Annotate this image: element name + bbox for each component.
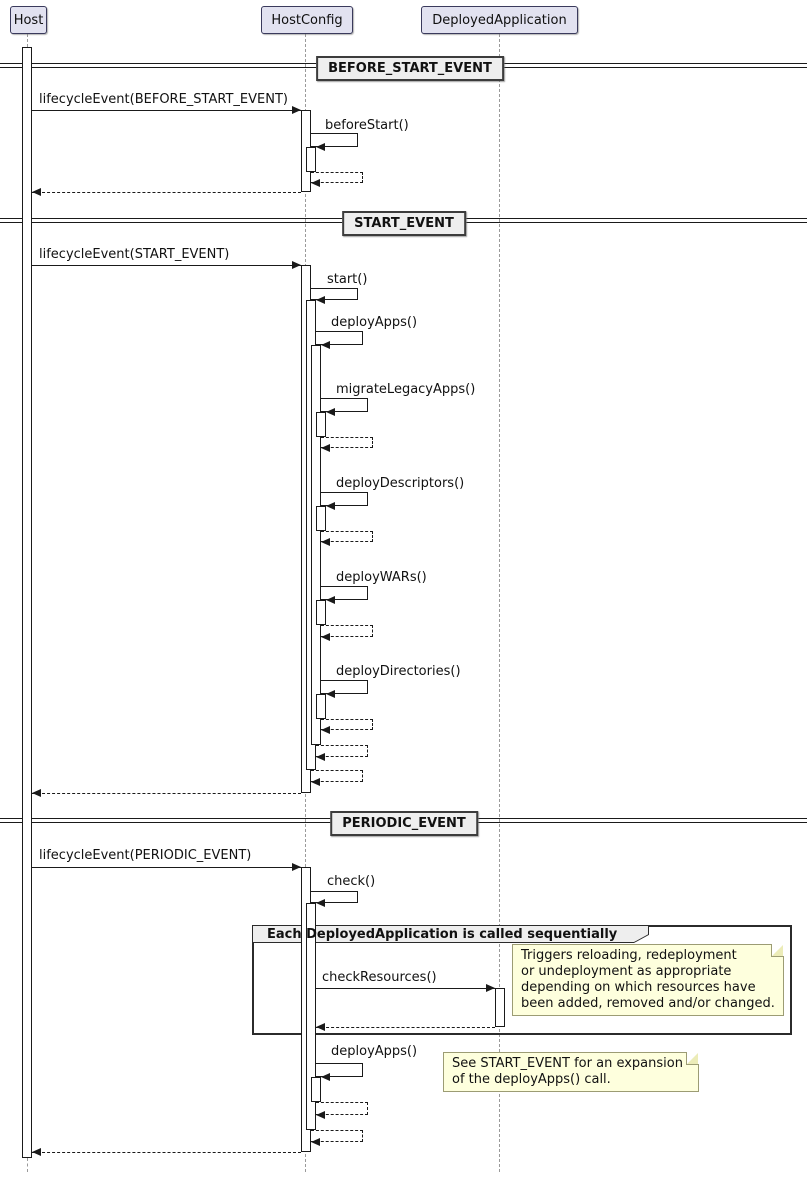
note-fold-icon: [771, 944, 784, 957]
self-call-deploy-apps-periodic: [316, 1063, 363, 1077]
activation-bar-deploy-directories: [316, 694, 326, 719]
participant-deployedapplication: DeployedApplication: [421, 6, 578, 34]
participant-host: Host: [10, 6, 47, 34]
arrowhead-return-deploy-wars: [321, 633, 330, 641]
message-label-check-resources: checkResources(): [322, 970, 437, 985]
note-line: See START_EVENT for an expansion: [452, 1056, 683, 1071]
note-check-resources: Triggers reloading, redeployment or unde…: [512, 944, 784, 1016]
arrowhead-return-to-host-3: [32, 1148, 41, 1156]
lifeline-host-bottom: [27, 1158, 28, 1172]
lifeline-host-top: [27, 34, 28, 47]
message-arrow-check-resources: [316, 988, 495, 989]
lifeline-deployedapplication: [499, 34, 500, 1172]
message-label-lifecycle-periodic: lifecycleEvent(PERIODIC_EVENT): [39, 848, 252, 863]
note-fold-icon: [686, 1052, 699, 1065]
arrowhead-deploy-apps-periodic: [321, 1073, 330, 1081]
message-arrow-lifecycle-start: [32, 265, 301, 266]
activation-bar-check: [306, 903, 316, 1130]
return-arrow-before-start-to-host: [32, 192, 301, 193]
self-return-check: [311, 1130, 363, 1142]
participant-deployedapplication-label: DeployedApplication: [432, 12, 567, 28]
note-line: been added, removed and/or changed.: [521, 996, 775, 1011]
self-call-check: [311, 891, 358, 903]
activation-bar-deployedapplication: [495, 988, 505, 1027]
arrowhead-deploy-wars: [326, 596, 335, 604]
note-line: or undeployment as appropriate: [521, 964, 732, 979]
self-return-deploy-wars: [321, 625, 373, 637]
note-line: of the deployApps() call.: [452, 1072, 611, 1087]
divider-before-start-event: BEFORE_START_EVENT: [316, 56, 504, 81]
self-return-deploy-apps: [316, 745, 368, 757]
group-title: Each DeployedApplication is called seque…: [267, 927, 618, 942]
note-deploy-apps: See START_EVENT for an expansion of the …: [443, 1052, 699, 1092]
arrowhead-lifecycle-periodic: [292, 863, 301, 871]
arrowhead-lifecycle-start: [292, 261, 301, 269]
arrowhead-deploy-directories: [326, 690, 335, 698]
self-return-start: [311, 770, 363, 782]
return-arrow-start-to-host: [32, 793, 301, 794]
activation-bar-deploy-wars: [316, 600, 326, 625]
arrowhead-return-deploy-apps: [316, 753, 325, 761]
arrowhead-start: [316, 296, 325, 304]
self-return-deploy-directories: [321, 719, 373, 730]
arrowhead-return-check-resources: [316, 1023, 325, 1031]
activation-bar-beforestart: [306, 147, 316, 172]
self-return-deploy-descriptors: [321, 531, 373, 542]
activation-bar-migrate-legacy-apps: [316, 412, 326, 437]
message-label-lifecycle-before-start: lifecycleEvent(BEFORE_START_EVENT): [39, 92, 288, 107]
message-label-lifecycle-start: lifecycleEvent(START_EVENT): [39, 247, 230, 262]
self-return-deploy-apps-periodic: [316, 1102, 368, 1115]
participant-hostconfig-label: HostConfig: [271, 12, 343, 28]
self-return-before-start: [311, 172, 363, 183]
message-label-migrate-legacy-apps: migrateLegacyApps(): [336, 382, 476, 397]
divider-start-event: START_EVENT: [342, 211, 466, 236]
message-label-deploy-apps-periodic: deployApps(): [331, 1044, 418, 1059]
self-call-deploy-directories: [321, 680, 368, 694]
message-label-before-start: beforeStart(): [325, 118, 409, 133]
self-call-deploy-wars: [321, 586, 368, 600]
activation-bar-host: [22, 47, 32, 1158]
activation-bar-deploy-apps-periodic: [311, 1077, 321, 1102]
activation-bar-deploy-apps: [311, 345, 321, 745]
note-line: depending on which resources have: [521, 980, 756, 995]
message-label-start: start(): [327, 272, 368, 287]
message-label-deploy-wars: deployWARs(): [336, 570, 427, 585]
message-arrow-lifecycle-periodic: [32, 867, 301, 868]
note-line: Triggers reloading, redeployment: [521, 948, 737, 963]
message-label-check: check(): [327, 874, 376, 889]
arrowhead-lifecycle-before-start: [292, 106, 301, 114]
message-label-deploy-directories: deployDirectories(): [336, 664, 461, 679]
message-label-deploy-descriptors: deployDescriptors(): [336, 476, 465, 491]
arrowhead-return-start: [311, 778, 320, 786]
participant-host-label: Host: [13, 12, 44, 28]
return-arrow-check-resources: [316, 1027, 495, 1028]
arrowhead-migrate-legacy-apps: [326, 408, 335, 416]
self-call-deploy-descriptors: [321, 492, 368, 506]
activation-bar-deploy-descriptors: [316, 506, 326, 531]
arrowhead-return-deploy-apps-periodic: [316, 1111, 325, 1119]
self-call-migrate-legacy-apps: [321, 398, 368, 412]
arrowhead-check: [316, 899, 325, 907]
self-return-migrate-legacy-apps: [321, 437, 373, 448]
arrowhead-before-start: [316, 143, 325, 151]
arrowhead-return-deploy-directories: [321, 726, 330, 734]
arrowhead-check-resources: [486, 984, 495, 992]
arrowhead-return-before-start: [311, 179, 320, 187]
participant-hostconfig: HostConfig: [261, 6, 353, 34]
arrowhead-deploy-descriptors: [326, 502, 335, 510]
arrowhead-return-migrate-legacy-apps: [321, 444, 330, 452]
self-call-start: [311, 288, 358, 300]
arrowhead-deploy-apps: [321, 341, 330, 349]
self-call-before-start: [311, 133, 358, 147]
arrowhead-return-check: [311, 1138, 320, 1146]
divider-periodic-event: PERIODIC_EVENT: [330, 811, 478, 836]
group-header: [253, 926, 648, 942]
message-arrow-lifecycle-before-start: [32, 110, 301, 111]
return-arrow-periodic-to-host: [32, 1152, 301, 1153]
arrowhead-return-deploy-descriptors: [321, 538, 330, 546]
self-call-deploy-apps: [316, 331, 363, 345]
message-label-deploy-apps: deployApps(): [331, 315, 418, 330]
arrowhead-return-to-host-2: [32, 789, 41, 797]
arrowhead-return-to-host-1: [32, 188, 41, 196]
